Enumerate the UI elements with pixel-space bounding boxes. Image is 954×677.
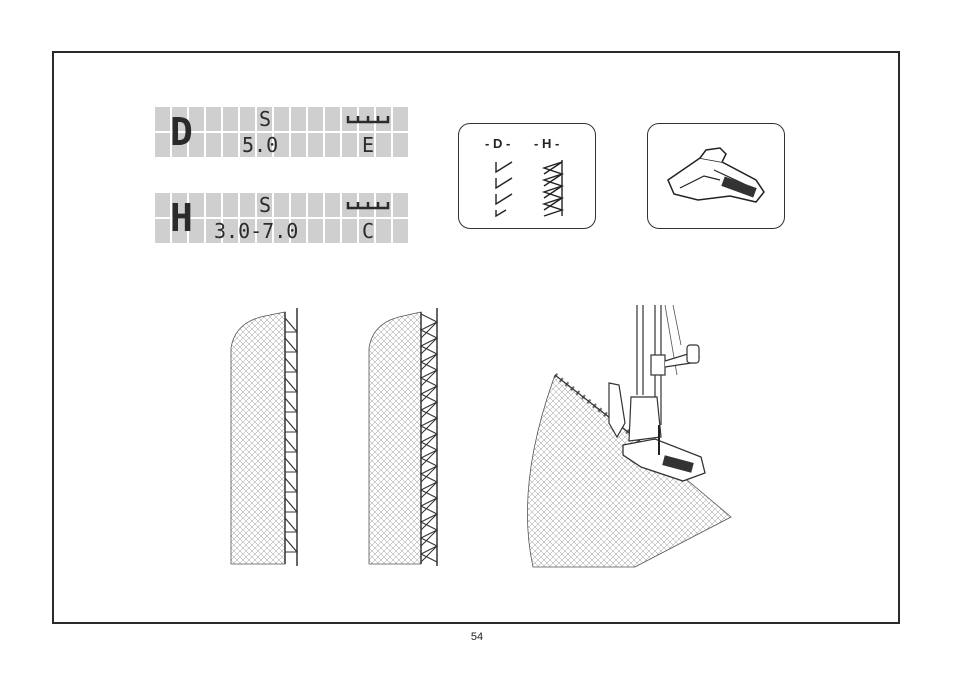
lcd1-pattern-letter: D	[170, 108, 193, 156]
d-stitch-icon	[490, 158, 520, 218]
stitch-pattern-box	[458, 123, 596, 229]
overcast-foot-icon	[660, 140, 772, 214]
lcd1-foot: E	[362, 133, 374, 157]
lcd2-mode: S	[259, 193, 271, 217]
fabric-overcast-edge-h	[363, 308, 445, 568]
lcd2-value: 3.0-7.0	[214, 219, 298, 243]
lcd2-pattern-letter: H	[170, 194, 193, 242]
h-stitch-icon	[538, 158, 568, 218]
sewing-machine-foot-on-fabric	[505, 305, 735, 573]
lcd1-mode: S	[259, 107, 271, 131]
fabric-overcast-edge-d	[225, 308, 305, 568]
lcd1-value: 5.0	[242, 133, 278, 157]
page-number: 54	[0, 631, 954, 643]
stitch-length-icon	[346, 198, 390, 212]
pattern-d-label: - D -	[485, 136, 510, 151]
lcd2-foot: C	[362, 219, 374, 243]
stitch-length-icon	[346, 112, 390, 126]
pattern-h-label: - H -	[534, 136, 559, 151]
